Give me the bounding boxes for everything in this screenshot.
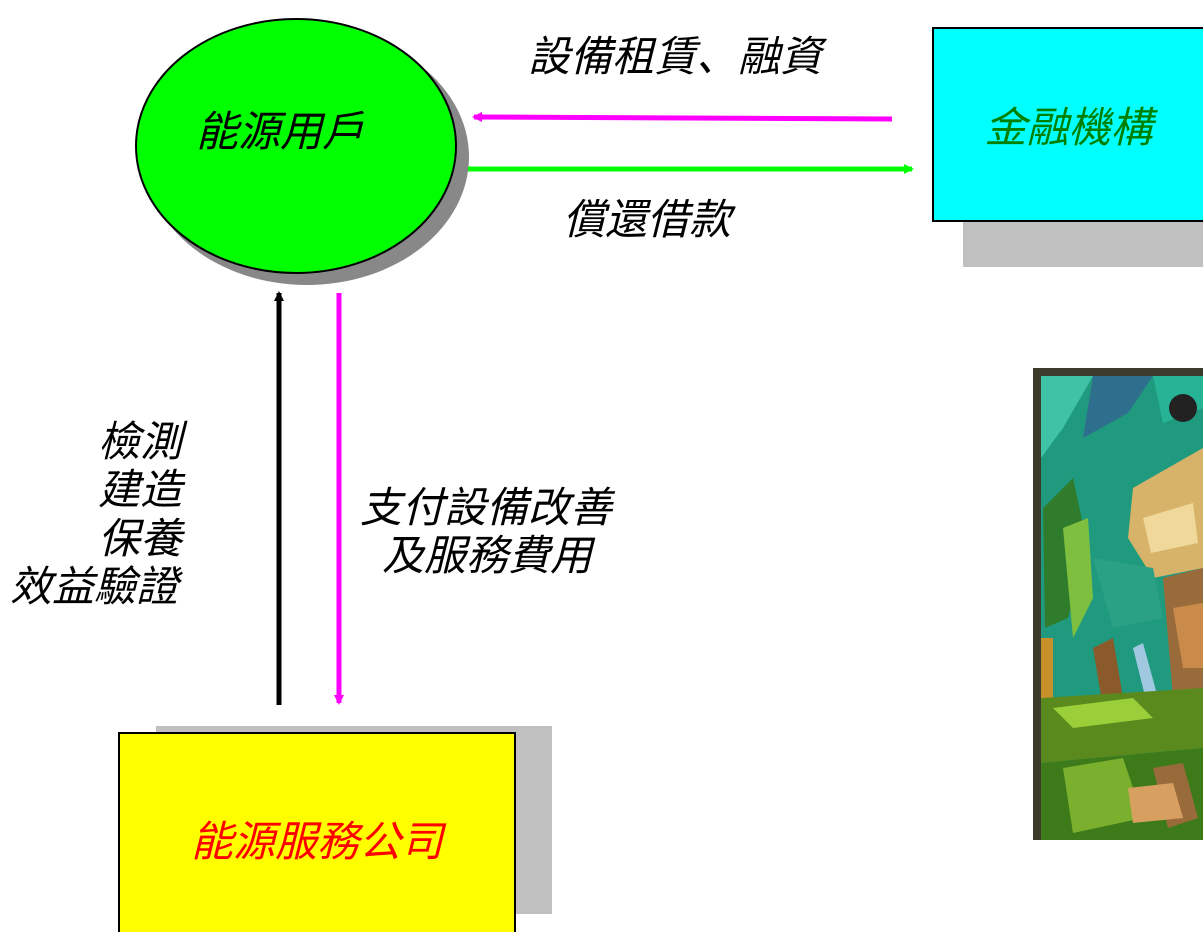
financial-label: 金融機構 [984,103,1153,152]
clipart-drawing [1033,368,1203,840]
esco-node[interactable]: 能源服務公司 [118,732,516,932]
lease-label: 設備租賃、融資 [528,32,823,81]
energy-user-node[interactable] [135,18,457,274]
services-label: 檢測 建造 保養 效益驗證 [10,417,238,611]
financial-node[interactable]: 金融機構 [932,27,1203,222]
stained-glass-worker-clipart [1033,368,1203,840]
energy-user-label: 能源用戶 [196,107,365,156]
repay-label: 償還借款 [563,195,732,244]
services-line: 效益驗證 [10,561,179,611]
payment-line: 支付設備改善 [360,483,613,532]
services-line: 保養 [97,513,182,563]
services-line: 檢測 [97,417,182,466]
esco-label: 能源服務公司 [190,816,443,866]
lease-arrow [472,112,893,123]
payment-line: 及服務費用 [382,531,593,581]
payment-label: 支付設備改善 及服務費用 [360,483,613,581]
services-line: 建造 [97,465,182,515]
